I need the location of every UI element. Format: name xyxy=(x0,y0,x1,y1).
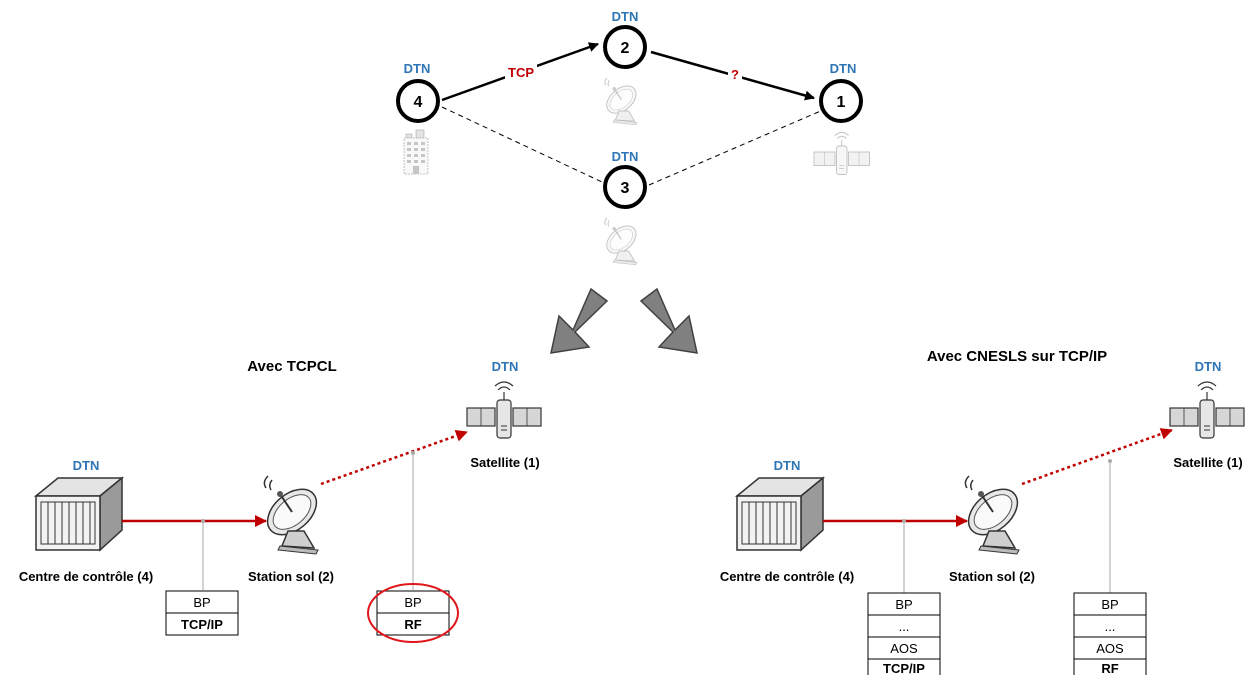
unknown-link-label: ? xyxy=(731,67,739,82)
building-icon xyxy=(403,129,429,175)
stack-layer: ... xyxy=(899,619,910,634)
stack-layer: BP xyxy=(404,595,421,610)
link-4-to-3 xyxy=(441,106,603,183)
satellite-dish-icon xyxy=(600,217,642,266)
tcp-link-label: TCP xyxy=(508,65,534,80)
stack-layer: TCP/IP xyxy=(883,661,925,675)
arrow-down-right-icon xyxy=(639,287,698,354)
node-2-circle xyxy=(603,25,647,69)
split-arrows xyxy=(550,287,698,354)
node-1-dtn-tag: DTN xyxy=(830,61,857,76)
node-4-circle xyxy=(396,79,440,123)
control-center-label: Centre de contrôle (4) xyxy=(720,569,854,584)
node-1-circle xyxy=(819,79,863,123)
node-3-circle xyxy=(603,165,647,209)
left-title: Avec TCPCL xyxy=(247,358,336,375)
left-scenario: Avec TCPCL DTN Centre de contrôle (4) St… xyxy=(19,358,542,643)
control-dtn-tag: DTN xyxy=(73,458,100,473)
satellite-dish-icon xyxy=(600,77,642,126)
satellite-dtn-tag: DTN xyxy=(492,359,519,374)
stack-layer: RF xyxy=(1101,661,1118,675)
ground-station-label: Station sol (2) xyxy=(949,569,1035,584)
stack-layer: BP xyxy=(193,595,210,610)
satellite-dtn-tag: DTN xyxy=(1195,359,1222,374)
node-4-dtn-tag: DTN xyxy=(404,61,431,76)
arrow-down-left-icon xyxy=(550,287,609,354)
satellite-dish-icon xyxy=(257,475,327,555)
node-2-number: 2 xyxy=(621,40,630,57)
satellite-dish-icon xyxy=(958,475,1028,555)
right-title: Avec CNESLS sur TCP/IP xyxy=(927,348,1107,365)
space-link xyxy=(320,430,468,486)
node-3-dtn-tag: DTN xyxy=(612,149,639,164)
space-link xyxy=(1021,428,1173,486)
satellite-icon xyxy=(1169,381,1245,439)
control-dtn-tag: DTN xyxy=(774,458,801,473)
server-icon xyxy=(35,477,123,551)
stack-layer: TCP/IP xyxy=(181,617,223,632)
stack-layer: ... xyxy=(1105,619,1116,634)
satellite-label: Satellite (1) xyxy=(470,455,539,470)
stack-layer: AOS xyxy=(1096,641,1124,656)
stack-layer: BP xyxy=(1101,597,1118,612)
space-protocol-stack: BP RF xyxy=(367,583,459,643)
satellite-icon xyxy=(813,132,870,175)
stack-layer: BP xyxy=(895,597,912,612)
node-3-number: 3 xyxy=(621,180,630,197)
stack-layer: RF xyxy=(404,617,421,632)
ground-station-label: Station sol (2) xyxy=(248,569,334,584)
link-3-to-1 xyxy=(648,109,824,186)
right-scenario: Avec CNESLS sur TCP/IP DTN Centre de con… xyxy=(720,348,1245,680)
satellite-label: Satellite (1) xyxy=(1173,455,1242,470)
highlight-ellipse xyxy=(367,583,459,643)
space-protocol-stack: BP ... AOS RF xyxy=(1073,592,1147,680)
satellite-icon xyxy=(466,381,542,439)
ground-protocol-stack: BP TCP/IP xyxy=(165,590,239,636)
node-2-dtn-tag: DTN xyxy=(612,9,639,24)
control-center-label: Centre de contrôle (4) xyxy=(19,569,153,584)
node-1-number: 1 xyxy=(837,94,846,111)
server-icon xyxy=(736,477,824,551)
ground-protocol-stack: BP ... AOS TCP/IP xyxy=(867,592,941,680)
top-graph: TCP ? DTN 4 DTN 2 DTN 1 DTN 3 xyxy=(396,9,870,266)
node-4-number: 4 xyxy=(414,94,423,111)
stack-layer: AOS xyxy=(890,641,918,656)
